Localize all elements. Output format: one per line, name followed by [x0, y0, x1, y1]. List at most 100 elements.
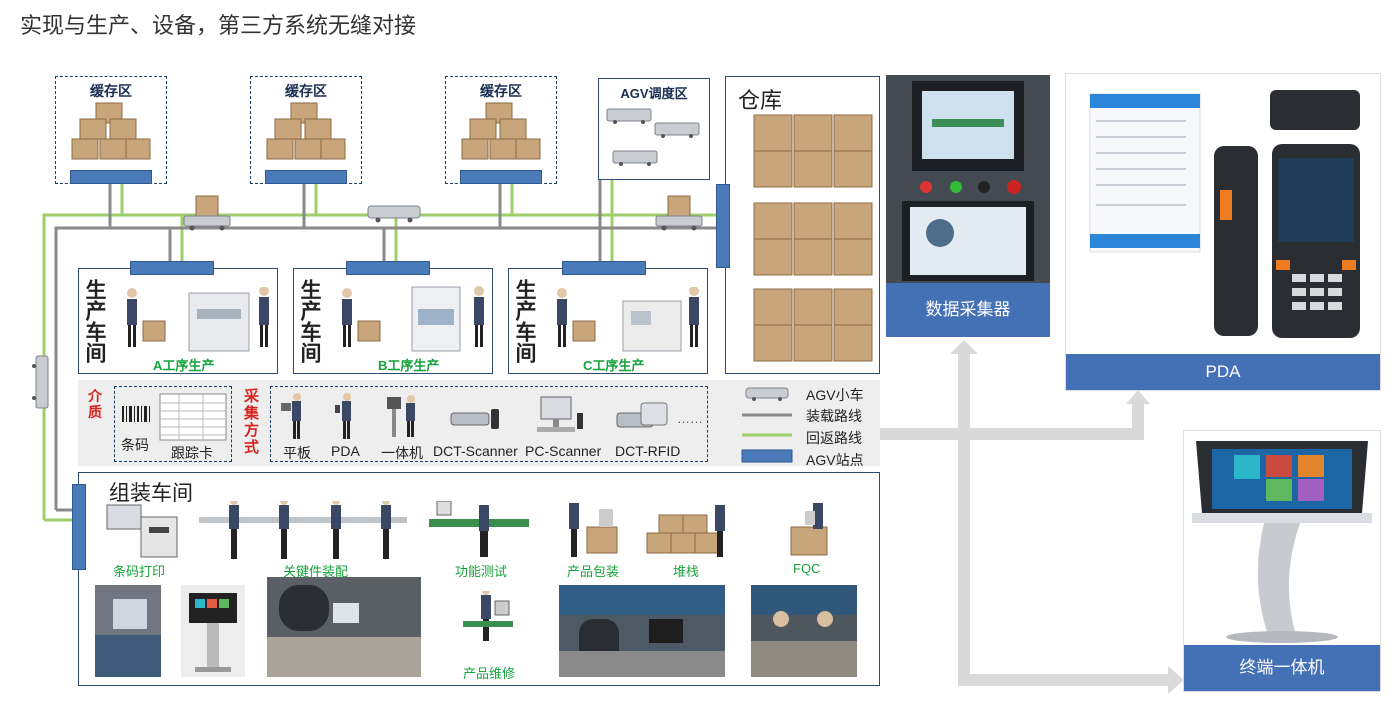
workshop-process: C工序生产	[583, 358, 645, 373]
load-route	[54, 180, 716, 512]
tracking-card-label: 跟踪卡	[171, 445, 213, 461]
collection-box: …… 平板 PDA 一体机 DCT-Scanner PC-Scanner DCT…	[270, 386, 708, 462]
warehouse-boxes-icon	[753, 114, 873, 362]
collection-item-dct-scanner: DCT-Scanner	[433, 443, 518, 459]
step-barcode-printing: 条码打印	[113, 564, 166, 579]
workshop-name: 生产车间	[298, 279, 321, 363]
photo-operator-terminal	[95, 585, 161, 677]
page-title: 实现与生产、设备，第三方系统无缝对接	[20, 13, 417, 38]
barcode-icon	[122, 406, 150, 422]
barcode-printer-icon	[106, 504, 178, 558]
legend-load-label: 装载路线	[806, 408, 862, 424]
tracking-card-icon	[159, 393, 227, 441]
agv-with-box-icon	[183, 195, 231, 231]
packaging-icon	[569, 503, 618, 557]
agv-dispatch-area: AGV调度区	[598, 78, 710, 180]
legend-station-swatch	[741, 449, 793, 463]
assembly-line-icon	[199, 501, 407, 559]
workshop-b: 生产车间 B工序生产	[293, 268, 493, 374]
cache-area-label: 缓存区	[285, 83, 327, 99]
workshop-a: 生产车间 A工序生产	[78, 268, 278, 374]
step-product-repair: 产品维修	[463, 666, 516, 681]
fqc-icon	[790, 503, 828, 556]
workshop-name: 生产车间	[83, 279, 106, 363]
repair-station-icon	[463, 591, 513, 641]
boxes-icon	[461, 102, 541, 160]
collection-label: 采集方式	[244, 388, 260, 456]
terminal-photo	[1192, 441, 1372, 643]
agv-station-workshop-a	[130, 261, 214, 275]
collection-item-kiosk: 一体机	[381, 445, 423, 461]
legend-agv-icon	[745, 387, 789, 401]
warehouse: 仓库	[725, 76, 880, 374]
step-fqc: FQC	[793, 561, 821, 576]
workshop-b-scene-icon	[342, 286, 484, 352]
step-function-test: 功能测试	[455, 564, 508, 579]
photo-workers-bench	[751, 585, 857, 677]
workshop-process: A工序生产	[153, 358, 215, 373]
assembly-title: 组装车间	[109, 482, 193, 505]
legend-symbols	[741, 387, 793, 463]
barcode-label: 条码	[121, 437, 149, 453]
boxes-icon	[266, 102, 346, 160]
collection-item-dct-rfid: DCT-RFID	[615, 443, 681, 459]
tablet-user-icon	[281, 393, 301, 439]
function-test-icon	[429, 501, 529, 557]
agv-station-cache-1	[70, 170, 152, 184]
agv-fleet-icon	[606, 108, 700, 166]
terminal-device: 终端一体机	[1183, 430, 1381, 692]
cache-area-label: 缓存区	[480, 83, 522, 99]
agv-dispatch-label: AGV调度区	[620, 86, 688, 101]
cache-area-1: 缓存区	[55, 76, 167, 184]
agv-station-cache-3	[460, 170, 542, 184]
step-key-part-assembly: 关键件装配	[283, 564, 349, 579]
collection-item-tablet: 平板	[283, 445, 311, 461]
flow-arrows	[880, 340, 1184, 694]
medium-label: 介质	[88, 388, 102, 420]
workshop-c-scene-icon	[557, 287, 699, 352]
agv-station-warehouse	[716, 184, 730, 268]
kiosk-icon	[387, 395, 415, 437]
data-collector-device: 数据采集器	[886, 75, 1050, 337]
collection-ellipsis: ……	[677, 411, 703, 426]
stacking-icon	[646, 505, 725, 557]
cache-area-3: 缓存区	[445, 76, 557, 184]
workshop-name: 生产车间	[513, 279, 536, 363]
photo-kiosk	[181, 585, 245, 677]
workshop-process: B工序生产	[378, 358, 440, 373]
return-route	[42, 180, 716, 522]
photo-assembly-worker	[267, 577, 421, 677]
data-collector-label: 数据采集器	[886, 283, 1050, 337]
assembly-workshop: 组装车间 条码打印 关键件装配 功能测试 产品包装 堆栈 FQC 产品维修	[78, 472, 880, 686]
warehouse-label: 仓库	[738, 88, 783, 113]
assembly-scene-icons	[106, 501, 828, 559]
collection-item-pda: PDA	[331, 443, 360, 459]
cache-area-2: 缓存区	[250, 76, 362, 184]
agv-with-box-icon	[655, 195, 703, 231]
agv-vertical-icon	[32, 355, 49, 409]
pc-scanner-icon	[537, 396, 583, 432]
collection-devices-icons	[281, 393, 668, 439]
agv-car-icon	[367, 205, 421, 223]
rfid-reader-icon	[616, 402, 668, 428]
medium-box: 条码 跟踪卡	[114, 386, 232, 462]
pda-user-icon	[335, 393, 351, 439]
workshop-c: 生产车间 C工序生产	[508, 268, 708, 374]
data-collector-photo	[886, 75, 1050, 285]
collection-item-pc-scanner: PC-Scanner	[525, 443, 602, 459]
workshop-a-scene-icon	[127, 287, 269, 352]
legend-agv-label: AGV小车	[806, 387, 864, 403]
legend-return-label: 回返路线	[806, 430, 862, 446]
legend-station-label: AGV站点	[806, 452, 864, 468]
pda-label: PDA	[1066, 354, 1380, 390]
photo-production-line	[559, 585, 725, 677]
pda-photo	[1089, 90, 1360, 338]
terminal-label: 终端一体机	[1184, 645, 1380, 691]
step-stacking: 堆栈	[673, 564, 700, 579]
boxes-icon	[71, 102, 151, 160]
step-packaging: 产品包装	[567, 564, 620, 579]
pda-device: PDA	[1065, 73, 1381, 391]
cache-area-label: 缓存区	[90, 83, 132, 99]
agv-station-workshop-c	[562, 261, 646, 275]
